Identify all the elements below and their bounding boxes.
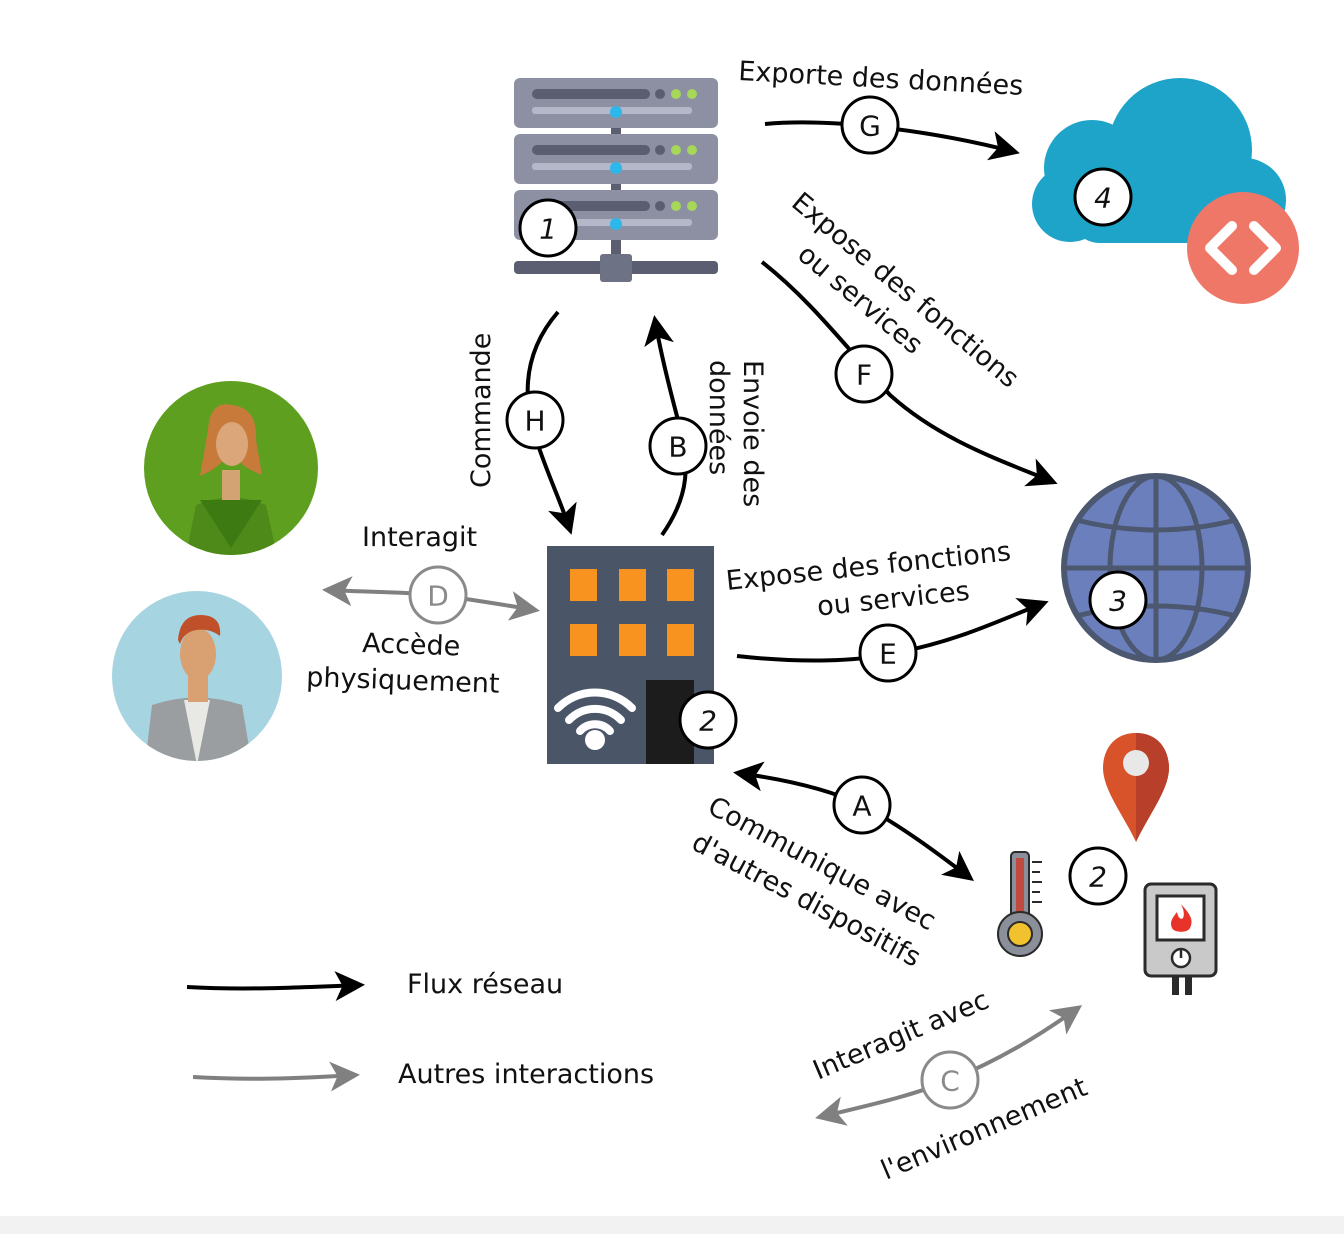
svg-text:Expose des fonctions: Expose des fonctions	[786, 187, 1025, 395]
svg-text:4: 4	[1094, 182, 1112, 215]
badge-cloud: 4	[1073, 167, 1133, 227]
flow-badge-d: D	[408, 565, 468, 625]
badge-device: 2	[678, 690, 738, 750]
location-pin-icon	[1103, 733, 1169, 842]
flow-badge-f: F	[834, 344, 894, 404]
flow-badge-e: E	[858, 623, 918, 683]
flow-a-label: Communique avec d'autres dispositifs	[687, 791, 941, 974]
svg-text:1: 1	[539, 213, 557, 246]
svg-text:E: E	[879, 638, 897, 671]
svg-text:G: G	[859, 110, 881, 143]
svg-text:2: 2	[1089, 861, 1107, 894]
building-wifi-icon	[547, 546, 714, 764]
thermostat-icon	[1143, 882, 1218, 995]
flow-d-label-bottom-1: Accède	[362, 628, 461, 662]
code-brackets-icon	[1187, 192, 1299, 304]
svg-text:Envoie des: Envoie des	[737, 360, 768, 507]
svg-text:données: données	[703, 360, 734, 475]
globe-icon	[1061, 473, 1251, 663]
flow-h-label: Commande	[466, 333, 497, 488]
flow-badge-c: C	[920, 1050, 980, 1110]
flow-badge-h: H	[505, 390, 565, 450]
flow-e-label: Expose des fonctions ou services	[724, 536, 1012, 622]
flow-b-label: Envoie des données	[703, 360, 768, 507]
svg-text:C: C	[940, 1065, 960, 1098]
man-avatar	[112, 591, 282, 761]
legend-network-arrow	[186, 971, 365, 1002]
svg-text:2: 2	[699, 705, 717, 738]
thermometer-icon	[997, 851, 1043, 957]
svg-text:F: F	[856, 359, 872, 392]
legend-other-label: Autres interactions	[398, 1059, 654, 1090]
flow-badge-g: G	[840, 95, 900, 155]
legend-other-arrow	[192, 1061, 360, 1092]
badge-server: 1	[518, 198, 578, 258]
flow-badge-b: B	[648, 416, 708, 476]
svg-text:A: A	[852, 790, 871, 823]
legend-network-label: Flux réseau	[407, 969, 563, 1000]
flow-d-label-top: Interagit	[362, 522, 477, 553]
flow-d-label-bottom-2: physiquement	[306, 662, 500, 700]
svg-text:3: 3	[1109, 585, 1127, 618]
badge-web: 3	[1088, 570, 1148, 630]
badge-sensors: 2	[1068, 846, 1128, 906]
flow-g-label: Exporte des données	[738, 56, 1024, 102]
arrow-f	[760, 260, 1058, 487]
svg-text:B: B	[668, 431, 687, 464]
window-bottom-edge	[0, 1216, 1344, 1234]
woman-avatar	[144, 381, 318, 555]
svg-text:H: H	[524, 405, 545, 438]
flow-badge-a: A	[832, 775, 892, 835]
svg-text:D: D	[427, 580, 449, 613]
flow-c-label-bottom: l'environnement	[877, 1072, 1092, 1187]
flow-f-label: Expose des fonctions ou services	[786, 187, 1025, 395]
